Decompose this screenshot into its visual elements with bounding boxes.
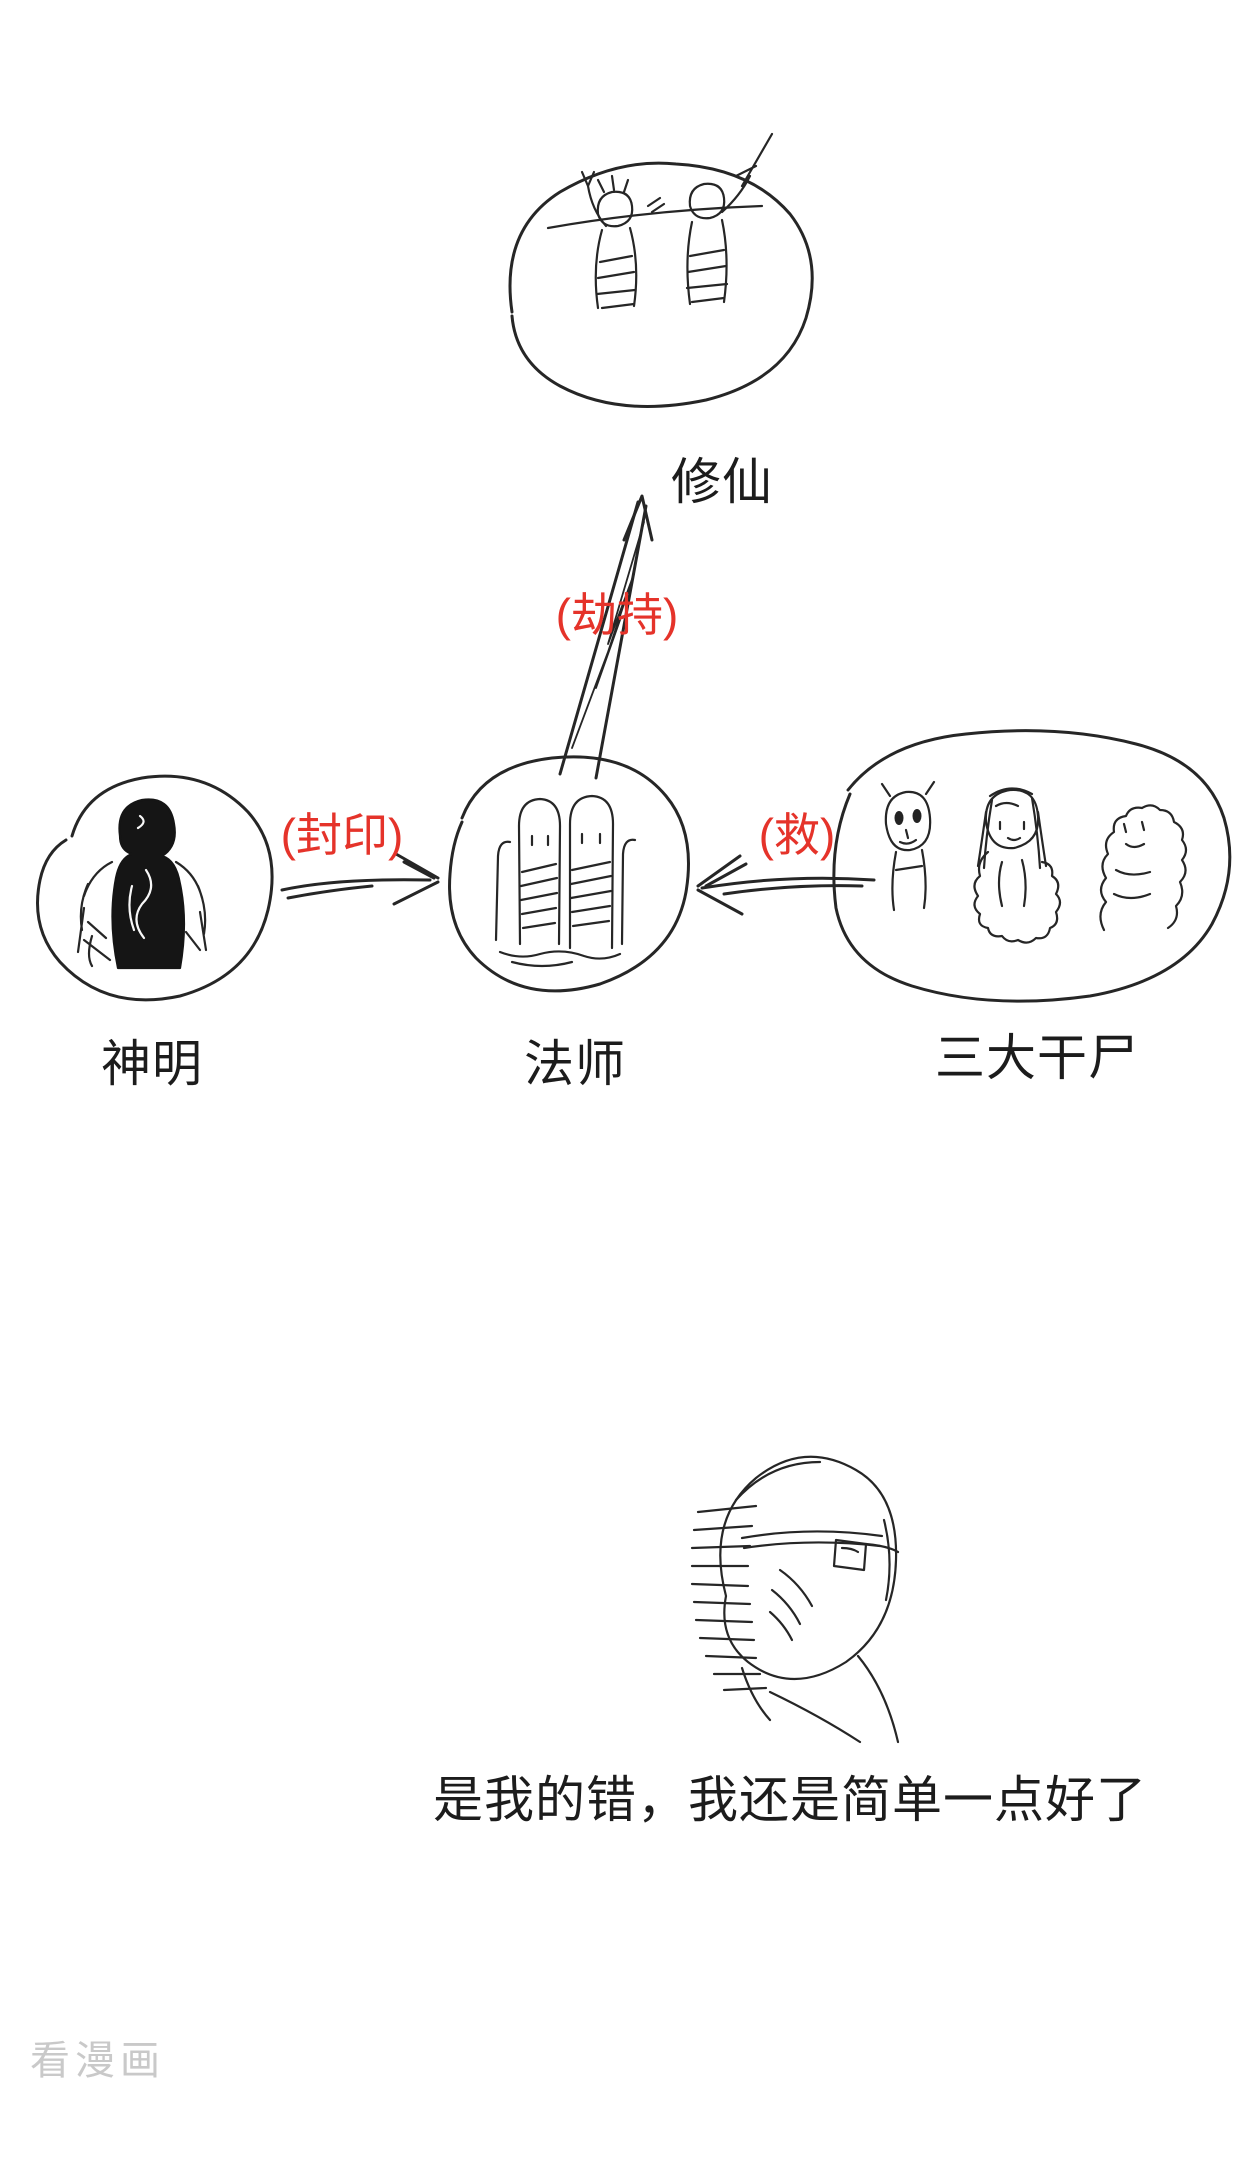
figures-mummies	[880, 780, 1188, 944]
watermark-text: 看漫画	[30, 2039, 165, 2083]
sketch-character	[690, 1455, 900, 1744]
edge-label-seal: (封印)	[280, 809, 404, 861]
caption-text: 是我的错，我还是简单一点好了	[433, 1772, 1147, 1828]
edge-label-hijack: (劫持)	[555, 589, 679, 641]
bubble-shenming	[36, 774, 274, 1002]
edge-label-save: (救)	[758, 809, 836, 861]
bubble-fashi	[448, 755, 690, 993]
arrow-save	[696, 854, 876, 916]
node-label-shenming: 神明	[101, 1036, 203, 1092]
bubble-xiuxian	[508, 161, 814, 408]
arrow-hijack	[558, 494, 654, 780]
arrow-seal	[280, 852, 440, 906]
node-label-mummies: 三大干尸	[935, 1030, 1139, 1086]
figure-deity	[76, 798, 208, 970]
figures-xiuxian	[546, 132, 774, 310]
node-label-fashi: 法师	[524, 1036, 626, 1092]
bubble-mummies	[832, 729, 1232, 1003]
node-label-xiuxian: 修仙	[671, 454, 773, 510]
figures-fashi	[494, 794, 637, 968]
